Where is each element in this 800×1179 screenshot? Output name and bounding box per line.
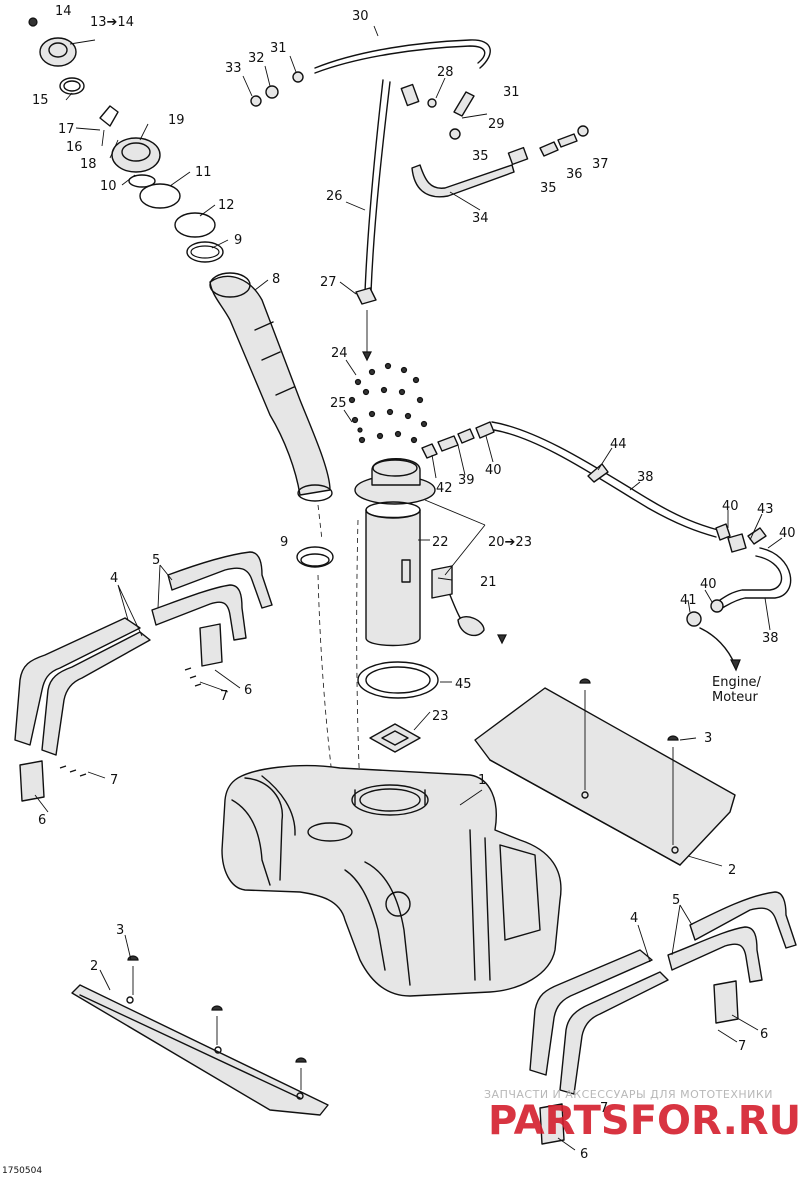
callout-31-left: 31 [270,41,287,56]
callout-2-left: 2 [90,959,98,974]
fuel-pump-module [348,362,507,753]
callout-25: 25 [330,396,347,411]
callout-27: 27 [320,275,337,290]
engine-label-line2: Moteur [712,690,759,705]
filler-cap-assembly [28,17,224,263]
callout-13-14: 13➔14 [90,15,134,30]
filler-hose [209,272,334,568]
callout-32: 32 [248,51,265,66]
callout-9-bottom: 9 [280,535,288,550]
callout-7-left-top: 7 [220,689,228,704]
callout-9-top: 9 [234,233,242,248]
callout-5-right: 5 [672,893,680,908]
callout-4-left: 4 [110,571,118,586]
fuel-line [421,421,792,672]
fuel-tank [221,764,562,997]
callout-38-bottom: 38 [762,631,779,646]
callout-31-right: 31 [503,85,520,100]
callout-35-right: 35 [540,181,557,196]
callout-6-left-bottom: 6 [38,813,46,828]
callout-29: 29 [488,117,505,132]
callout-45: 45 [455,677,472,692]
callout-20-23: 20➔23 [488,535,532,550]
callout-4-right: 4 [630,911,638,926]
right-straps [529,891,797,1145]
callout-17: 17 [58,122,75,137]
callout-35-left: 35 [472,149,489,164]
vent-hoses [250,39,589,362]
callout-44: 44 [610,437,627,452]
callout-28: 28 [437,65,454,80]
callout-15: 15 [32,93,49,108]
callout-7-right-top: 7 [738,1039,746,1054]
engine-label-line1: Engine/ [712,675,762,690]
heat-shields [71,678,736,1116]
callout-37: 37 [592,157,609,172]
callout-2-right: 2 [728,863,736,878]
callout-11: 11 [195,165,212,180]
callout-10: 10 [100,179,117,194]
callout-41: 41 [680,593,697,608]
callout-39: 39 [458,473,475,488]
callout-34: 34 [472,211,489,226]
callout-21: 21 [480,575,497,590]
callout-labels: 14 13➔14 15 17 16 18 19 10 11 12 9 8 9 3… [32,4,796,1162]
callout-22: 22 [432,535,449,550]
callout-8: 8 [272,272,280,287]
callout-7-right-bottom: 7 [600,1101,608,1116]
callout-16: 16 [66,140,83,155]
watermark-brand: PARTSFOR.RU [488,1098,800,1144]
callout-3-right: 3 [704,731,712,746]
callout-42: 42 [436,481,453,496]
callout-1: 1 [478,773,486,788]
callout-33: 33 [225,61,242,76]
callout-30: 30 [352,9,369,24]
callout-38-top: 38 [637,470,654,485]
callout-19: 19 [168,113,185,128]
callout-12: 12 [218,198,235,213]
callout-7-left-bottom: 7 [110,773,118,788]
callout-6-left-top: 6 [244,683,252,698]
callout-14: 14 [55,4,72,19]
callout-26: 26 [326,189,343,204]
callout-6-right-bottom: 6 [580,1147,588,1162]
callout-43: 43 [757,502,774,517]
callout-6-right-top: 6 [760,1027,768,1042]
callout-40-center: 40 [485,463,502,478]
watermark-tagline: ЗАПЧАСТИ И АКСЕССУАРЫ ДЛЯ МОТОТЕХНИКИ [484,1088,773,1101]
callout-24: 24 [331,346,348,361]
callout-3-left: 3 [116,923,124,938]
reference-code: 1750504 [2,1166,42,1176]
callout-5-left: 5 [152,553,160,568]
callout-23: 23 [432,709,449,724]
callout-40-right-mid: 40 [779,526,796,541]
left-straps [14,551,273,802]
callout-36: 36 [566,167,583,182]
callout-40-right-low: 40 [700,577,717,592]
callout-40-right-top: 40 [722,499,739,514]
leader-lines [34,25,783,1151]
callout-18: 18 [80,157,97,172]
